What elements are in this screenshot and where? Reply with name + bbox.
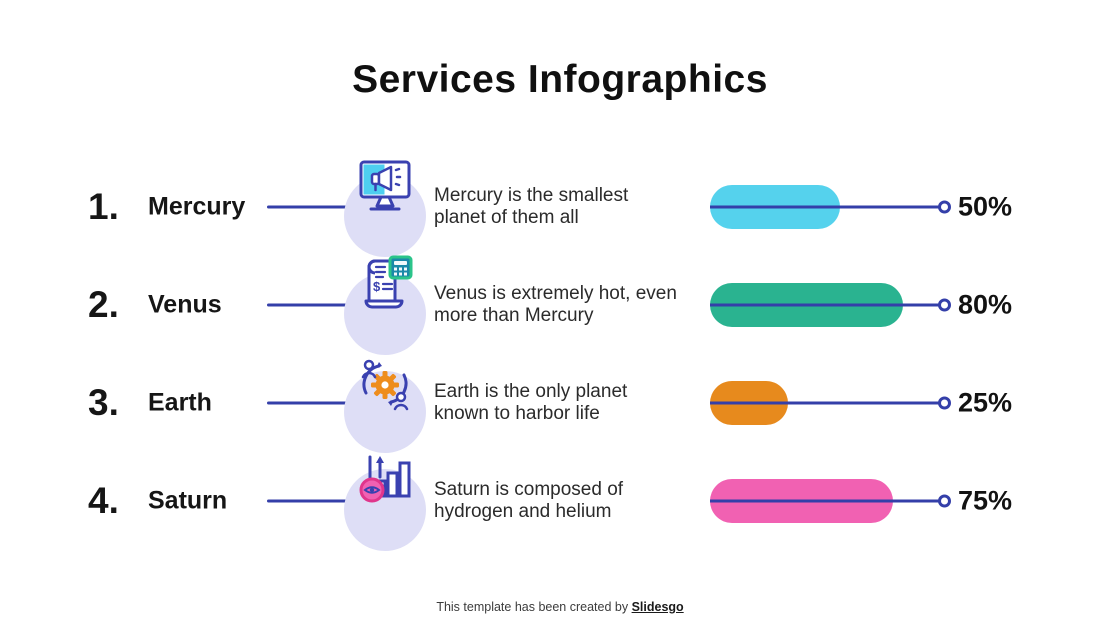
- slidesgo-link[interactable]: Slidesgo: [631, 600, 684, 614]
- percent-label: 25%: [958, 387, 1013, 418]
- service-row-venus: 2. Venus $: [0, 255, 1120, 355]
- percent-label: 75%: [958, 485, 1013, 516]
- service-row-saturn: 4. Saturn Saturn is composed of hydrogen…: [0, 451, 1120, 551]
- icon-circle: [337, 157, 433, 257]
- row-description: Mercury is the smallest planet of them a…: [434, 184, 629, 228]
- footer-credit: This template has been created by Slides…: [0, 600, 1120, 614]
- svg-text:$: $: [373, 279, 381, 294]
- row-title: Saturn: [148, 486, 228, 515]
- track-line: [710, 499, 942, 503]
- icon-circle: [337, 353, 433, 453]
- track-line: [710, 303, 942, 307]
- row-description: Earth is the only planet known to harbor…: [434, 380, 628, 424]
- endpoint-ring: [938, 494, 951, 508]
- row-title: Venus: [148, 290, 222, 319]
- percent-label: 50%: [958, 191, 1013, 222]
- connector-line: [267, 303, 347, 307]
- endpoint-ring: [938, 396, 951, 410]
- monitor-megaphone-icon: [359, 160, 411, 211]
- row-number: 1.: [88, 186, 119, 227]
- footer-text: This template has been created by: [436, 600, 632, 614]
- row-title: Mercury: [148, 192, 246, 221]
- endpoint-ring: [938, 298, 951, 312]
- icon-circle: [337, 451, 433, 551]
- row-number: 2.: [88, 284, 119, 325]
- progress-track: [710, 283, 951, 327]
- percent-label: 80%: [958, 289, 1013, 320]
- icon-circle: $: [337, 255, 433, 355]
- row-description: Saturn is composed of hydrogen and heliu…: [434, 478, 624, 522]
- track-line: [710, 205, 942, 209]
- row-number: 3.: [88, 382, 119, 423]
- progress-track: [710, 479, 951, 523]
- invoice-calculator-icon: $: [364, 255, 413, 309]
- endpoint-ring: [938, 200, 951, 214]
- page-title: Services Infographics: [352, 58, 768, 101]
- sync-users-gear-icon: [361, 359, 409, 411]
- connector-line: [267, 401, 347, 405]
- row-number: 4.: [88, 480, 119, 521]
- service-row-mercury: 1. Mercury Mercury is the smallest plane…: [0, 157, 1120, 257]
- service-rows: 1. Mercury Mercury is the smallest plane…: [0, 157, 1120, 551]
- track-line: [710, 401, 942, 405]
- connector-line: [267, 499, 347, 503]
- progress-track: [710, 381, 951, 425]
- progress-track: [710, 185, 951, 229]
- row-description: Venus is extremely hot, even more than M…: [434, 282, 677, 326]
- service-row-earth: 3. Earth: [0, 353, 1120, 453]
- connector-line: [267, 205, 347, 209]
- row-title: Earth: [148, 388, 212, 417]
- growth-chart-eye-icon: [359, 455, 411, 503]
